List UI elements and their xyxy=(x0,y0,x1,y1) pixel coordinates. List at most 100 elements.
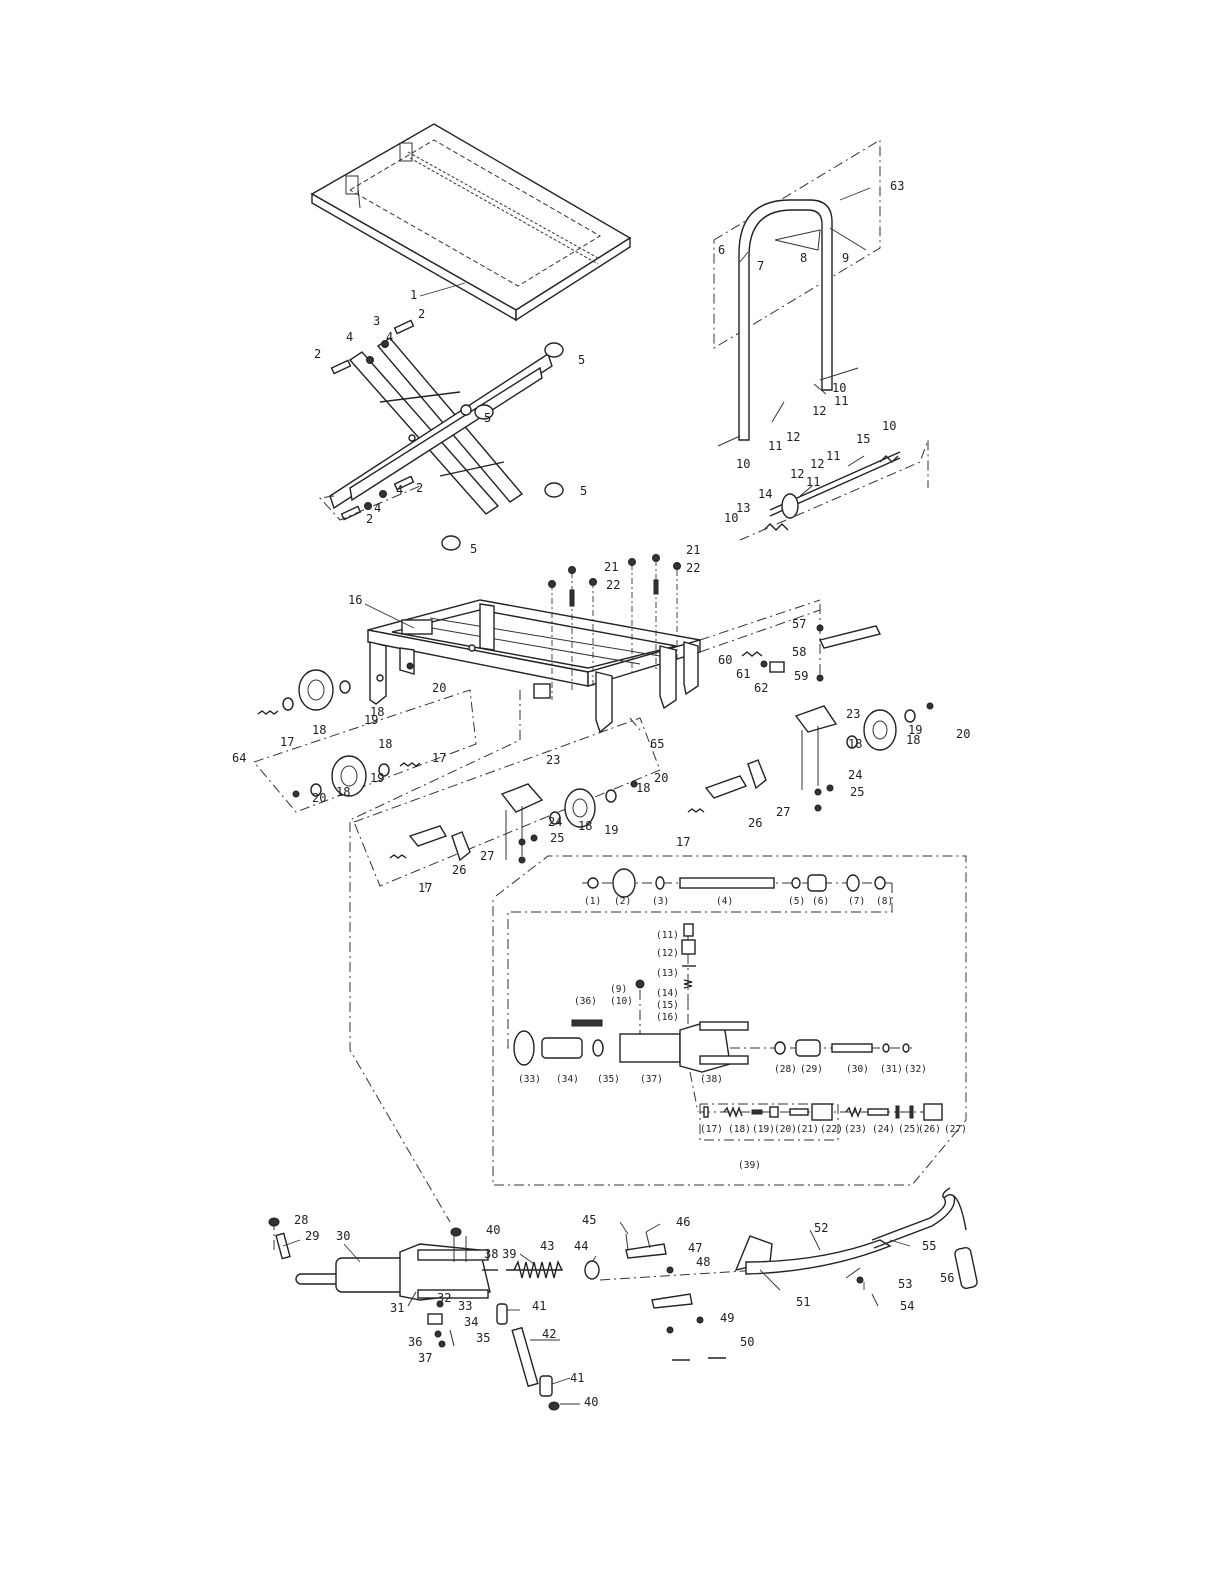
part-label-35: 35 xyxy=(476,1331,490,1345)
part-label-21-2: 21 xyxy=(686,543,700,557)
part-label-41-2: 41 xyxy=(570,1371,584,1385)
release-shaft-assembly xyxy=(739,439,929,541)
part-label-63: 63 xyxy=(890,179,904,193)
part-label-46: 46 xyxy=(676,1215,690,1229)
pump-part-label-5: (5) xyxy=(788,896,805,907)
part-label-22-1: 22 xyxy=(606,578,620,592)
front-caster-group-right xyxy=(687,702,934,813)
pump-part-label-32: (32) xyxy=(904,1064,927,1075)
part-label-5-3: 5 xyxy=(580,484,587,498)
part-label-5-4: 5 xyxy=(470,542,477,556)
part-label-19-2: 19 xyxy=(370,771,384,785)
part-label-18-3: 18 xyxy=(336,785,350,799)
table-top-tray xyxy=(310,123,632,322)
part-label-11-2: 11 xyxy=(834,394,848,408)
part-label-18-6: 18 xyxy=(636,781,650,795)
part-label-48: 48 xyxy=(696,1255,710,1269)
part-label-14: 14 xyxy=(758,487,772,501)
pump-part-label-30: (30) xyxy=(846,1064,869,1075)
pump-part-label-38: (38) xyxy=(700,1074,723,1085)
part-label-42: 42 xyxy=(542,1327,556,1341)
pump-part-label-10: (10) xyxy=(610,996,633,1007)
part-label-64: 64 xyxy=(232,751,246,765)
pump-part-label-7: (7) xyxy=(848,896,865,907)
part-label-37: 37 xyxy=(418,1351,432,1365)
part-label-3: 3 xyxy=(373,314,380,328)
pump-part-label-39: (39) xyxy=(738,1160,761,1171)
part-label-56: 56 xyxy=(940,1271,954,1285)
part-label-23-1: 23 xyxy=(546,753,560,767)
pump-part-label-1: (1) xyxy=(584,896,601,907)
pump-part-label-29: (29) xyxy=(800,1064,823,1075)
pump-part-label-26: (26) xyxy=(918,1124,941,1135)
pump-part-label-13: (13) xyxy=(656,968,679,979)
part-label-59: 59 xyxy=(794,669,808,683)
part-label-2-3: 2 xyxy=(416,481,423,495)
part-label-19-3: 19 xyxy=(604,823,618,837)
pump-part-label-11: (11) xyxy=(656,930,679,941)
part-label-62: 62 xyxy=(754,681,768,695)
connector-lines xyxy=(349,690,641,1223)
part-label-44: 44 xyxy=(574,1239,588,1253)
pump-part-label-12: (12) xyxy=(656,948,679,959)
pump-part-label-3: (3) xyxy=(652,896,669,907)
pump-part-label-33: (33) xyxy=(518,1074,541,1085)
part-label-13: 13 xyxy=(736,501,750,515)
pump-part-label-25: (25) xyxy=(898,1124,921,1135)
part-label-58: 58 xyxy=(792,645,806,659)
part-label-19-4: 19 xyxy=(908,723,922,737)
part-label-5-1: 5 xyxy=(578,353,585,367)
part-label-10-4: 10 xyxy=(882,419,896,433)
part-label-23-2: 23 xyxy=(846,707,860,721)
part-label-4-3: 4 xyxy=(374,501,381,515)
part-label-26-1: 26 xyxy=(452,863,466,877)
part-label-55: 55 xyxy=(922,1239,936,1253)
part-label-20-4: 20 xyxy=(956,727,970,741)
part-label-17-1: 17 xyxy=(280,735,294,749)
handle-frame xyxy=(713,139,881,447)
part-label-40-2: 40 xyxy=(584,1395,598,1409)
pump-part-label-16: (16) xyxy=(656,1012,679,1023)
pump-part-label-28: (28) xyxy=(774,1064,797,1075)
part-label-40-1: 40 xyxy=(486,1223,500,1237)
part-label-26-2: 26 xyxy=(748,816,762,830)
part-label-17-3: 17 xyxy=(676,835,690,849)
pump-part-label-4: (4) xyxy=(716,896,733,907)
part-label-22-2: 22 xyxy=(686,561,700,575)
part-label-54: 54 xyxy=(900,1299,914,1313)
part-label-60: 60 xyxy=(718,653,732,667)
part-label-1: 1 xyxy=(410,288,417,302)
part-label-11-1: 11 xyxy=(768,439,782,453)
pump-part-label-9: (9) xyxy=(610,984,627,995)
part-label-47: 47 xyxy=(688,1241,702,1255)
pump-part-label-17: (17) xyxy=(700,1124,723,1135)
part-label-2-2: 2 xyxy=(418,307,425,321)
part-label-27-1: 27 xyxy=(480,849,494,863)
pump-part-label-36: (36) xyxy=(574,996,597,1007)
part-label-18-8: 18 xyxy=(906,733,920,747)
part-label-49: 49 xyxy=(720,1311,734,1325)
pump-part-label-20: (20) xyxy=(774,1124,797,1135)
part-label-57: 57 xyxy=(792,617,806,631)
pump-part-label-23: (23) xyxy=(844,1124,867,1135)
part-label-24-1: 24 xyxy=(548,815,562,829)
part-label-30: 30 xyxy=(336,1229,350,1243)
part-label-18-5: 18 xyxy=(578,819,592,833)
part-label-25-2: 25 xyxy=(850,785,864,799)
pump-part-label-18: (18) xyxy=(728,1124,751,1135)
part-label-9: 9 xyxy=(842,251,849,265)
part-label-20-2: 20 xyxy=(312,791,326,805)
part-label-65: 65 xyxy=(650,737,664,751)
pump-detail-box xyxy=(492,855,967,1186)
part-label-50: 50 xyxy=(740,1335,754,1349)
part-label-21-1: 21 xyxy=(604,560,618,574)
part-label-38: 38 xyxy=(484,1247,498,1261)
part-label-29: 29 xyxy=(305,1229,319,1243)
pump-part-label-19: (19) xyxy=(752,1124,775,1135)
part-label-4-4: 4 xyxy=(396,483,403,497)
part-label-11-3: 11 xyxy=(806,475,820,489)
part-label-33: 33 xyxy=(458,1299,472,1313)
part-label-15: 15 xyxy=(856,432,870,446)
part-label-25-1: 25 xyxy=(550,831,564,845)
